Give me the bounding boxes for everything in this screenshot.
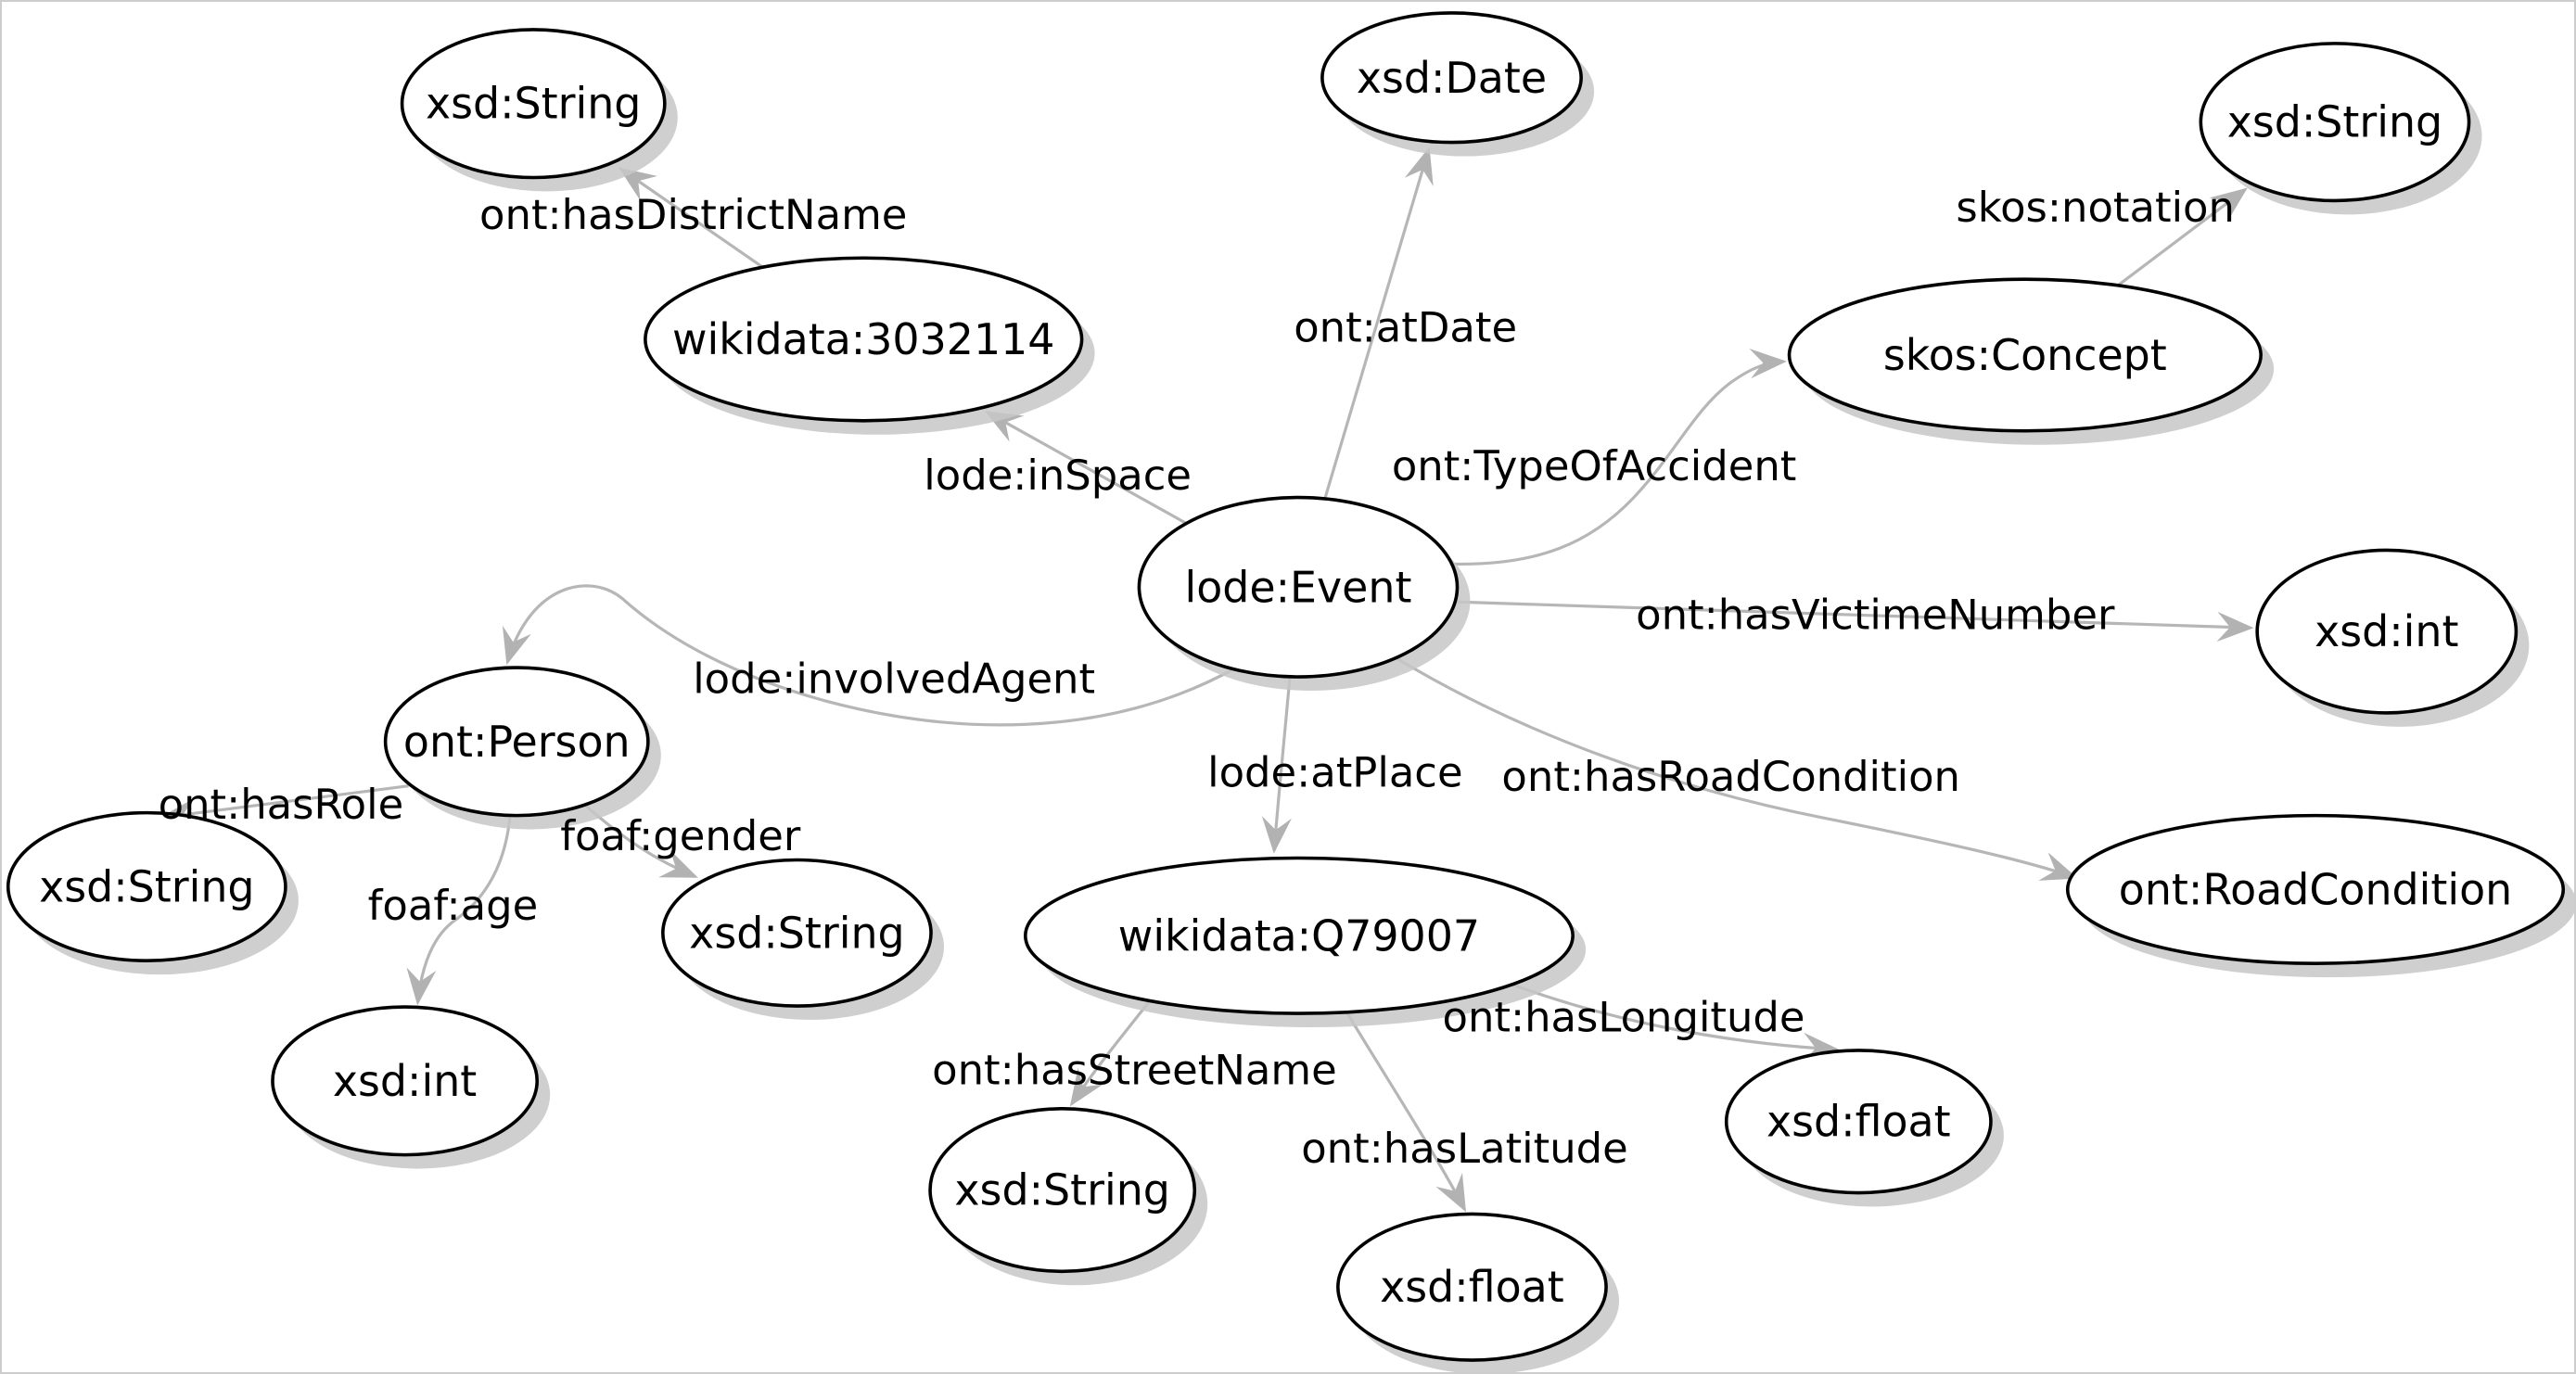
node-label-int-victime: xsd:int xyxy=(2315,606,2458,656)
node-float-latitude: xsd:float xyxy=(1336,1212,1619,1372)
node-label-lode-event: lode:Event xyxy=(1184,562,1411,612)
edge-hasDistrictName xyxy=(618,167,764,269)
edge-label-hasLatitude: ont:hasLatitude xyxy=(1301,1124,1628,1173)
node-label-wikidata-q79007: wikidata:Q79007 xyxy=(1118,910,1480,961)
node-ellipse-skos-concept xyxy=(1787,277,2263,433)
node-ellipse-string-district xyxy=(400,28,667,180)
edge-label-age: foaf:age xyxy=(368,881,539,930)
edge-hasRoadCondition xyxy=(1389,653,2078,881)
node-ellipse-lode-event xyxy=(1137,495,1460,679)
node-string-district: xsd:String xyxy=(400,28,678,192)
edge-hasLongitude xyxy=(1511,983,1840,1062)
node-label-float-longitude: xsd:float xyxy=(1766,1097,1951,1147)
node-wikidata-3032114: wikidata:3032114 xyxy=(644,256,1095,435)
node-lode-event: lode:Event xyxy=(1137,495,1471,691)
node-label-string-district: xsd:String xyxy=(426,79,641,129)
edge-hasVictimeNumber xyxy=(1458,600,2254,642)
node-ellipse-string-role xyxy=(6,810,287,962)
edge-label-involvedAgent: lode:involvedAgent xyxy=(693,655,1095,704)
node-label-string-street: xsd:String xyxy=(954,1165,1169,1215)
node-label-ont-person: ont:Person xyxy=(403,717,631,767)
node-xsd-date: xsd:Date xyxy=(1320,11,1595,157)
edge-label-typeOfAccident: ont:TypeOfAccident xyxy=(1392,441,1797,490)
node-ellipse-ont-person xyxy=(383,666,650,818)
node-ellipse-string-notation xyxy=(2199,42,2471,203)
node-skos-concept: skos:Concept xyxy=(1787,277,2275,445)
node-int-victime: xsd:int xyxy=(2255,548,2530,727)
node-ellipse-int-age xyxy=(271,1005,539,1157)
edge-label-layer: ont:hasDistrictName lode:inSpace ont:atDat… xyxy=(159,183,2235,1173)
edge-label-hasVictimeNumber: ont:hasVictimeNumber xyxy=(1636,591,2115,640)
node-ellipse-int-victime xyxy=(2255,548,2519,715)
node-label-string-gender: xsd:String xyxy=(689,908,904,958)
node-ellipse-wikidata-q79007 xyxy=(1023,856,1575,1015)
node-ellipse-string-gender xyxy=(661,858,933,1008)
node-ellipse-string-street xyxy=(928,1106,1197,1274)
edge-label-gender: foaf:gender xyxy=(560,811,801,860)
edge-label-atDate: ont:atDate xyxy=(1294,303,1517,352)
edge-label-notation: skos:notation xyxy=(1956,183,2235,232)
node-label-xsd-date: xsd:Date xyxy=(1357,53,1547,103)
edge-label-hasStreetName: ont:hasStreetName xyxy=(932,1045,1337,1094)
node-float-longitude: xsd:float xyxy=(1724,1049,2004,1207)
node-label-skos-concept: skos:Concept xyxy=(1883,330,2167,380)
node-label-string-role: xsd:String xyxy=(39,861,254,911)
node-label-road-condition: ont:RoadCondition xyxy=(2119,864,2512,914)
edge-typeOfAccident xyxy=(1451,349,1787,566)
node-string-street: xsd:String xyxy=(928,1106,1208,1286)
node-ellipse-float-longitude xyxy=(1724,1049,1993,1195)
node-ellipse-float-latitude xyxy=(1336,1212,1608,1362)
edge-label-hasRoadCondition: ont:hasRoadCondition xyxy=(1501,752,1960,801)
node-string-notation: xsd:String xyxy=(2199,42,2482,215)
edge-inSpace xyxy=(985,411,1188,525)
edge-label-atPlace: lode:atPlace xyxy=(1207,747,1462,796)
edge-age xyxy=(406,813,512,1006)
node-int-age: xsd:int xyxy=(271,1005,551,1169)
edge-label-hasRole: ont:hasRole xyxy=(159,780,404,829)
node-string-role: xsd:String xyxy=(6,810,299,975)
edge-notation xyxy=(2116,187,2248,287)
node-layer: xsd:String wikidata:3032114 xsd:Date xsd:St… xyxy=(6,11,2574,1372)
edge-label-hasLongitude: ont:hasLongitude xyxy=(1443,993,1805,1042)
edge-involvedAgent xyxy=(502,584,1237,727)
edge-hasStreetName xyxy=(1069,999,1152,1107)
node-road-condition: ont:RoadCondition xyxy=(2065,813,2574,978)
edge-label-hasDistrictName: ont:hasDistrictName xyxy=(479,190,907,239)
node-label-float-latitude: xsd:float xyxy=(1380,1262,1564,1312)
edge-atPlace xyxy=(1261,676,1292,854)
node-ellipse-xsd-date xyxy=(1320,11,1583,145)
node-label-wikidata-3032114: wikidata:3032114 xyxy=(672,314,1055,364)
node-label-int-age: xsd:int xyxy=(333,1056,477,1106)
node-label-string-notation: xsd:String xyxy=(2227,97,2442,147)
node-ont-person: ont:Person xyxy=(383,666,661,830)
node-ellipse-wikidata-3032114 xyxy=(644,256,1084,423)
edge-atDate xyxy=(1323,146,1434,500)
node-ellipse-road-condition xyxy=(2065,813,2566,965)
edge-label-inSpace: lode:inSpace xyxy=(924,451,1192,500)
node-wikidata-q79007: wikidata:Q79007 xyxy=(1023,856,1587,1028)
node-string-gender: xsd:String xyxy=(661,858,945,1021)
edge-hasRole xyxy=(159,784,409,828)
edge-hasLatitude xyxy=(1345,1011,1467,1213)
